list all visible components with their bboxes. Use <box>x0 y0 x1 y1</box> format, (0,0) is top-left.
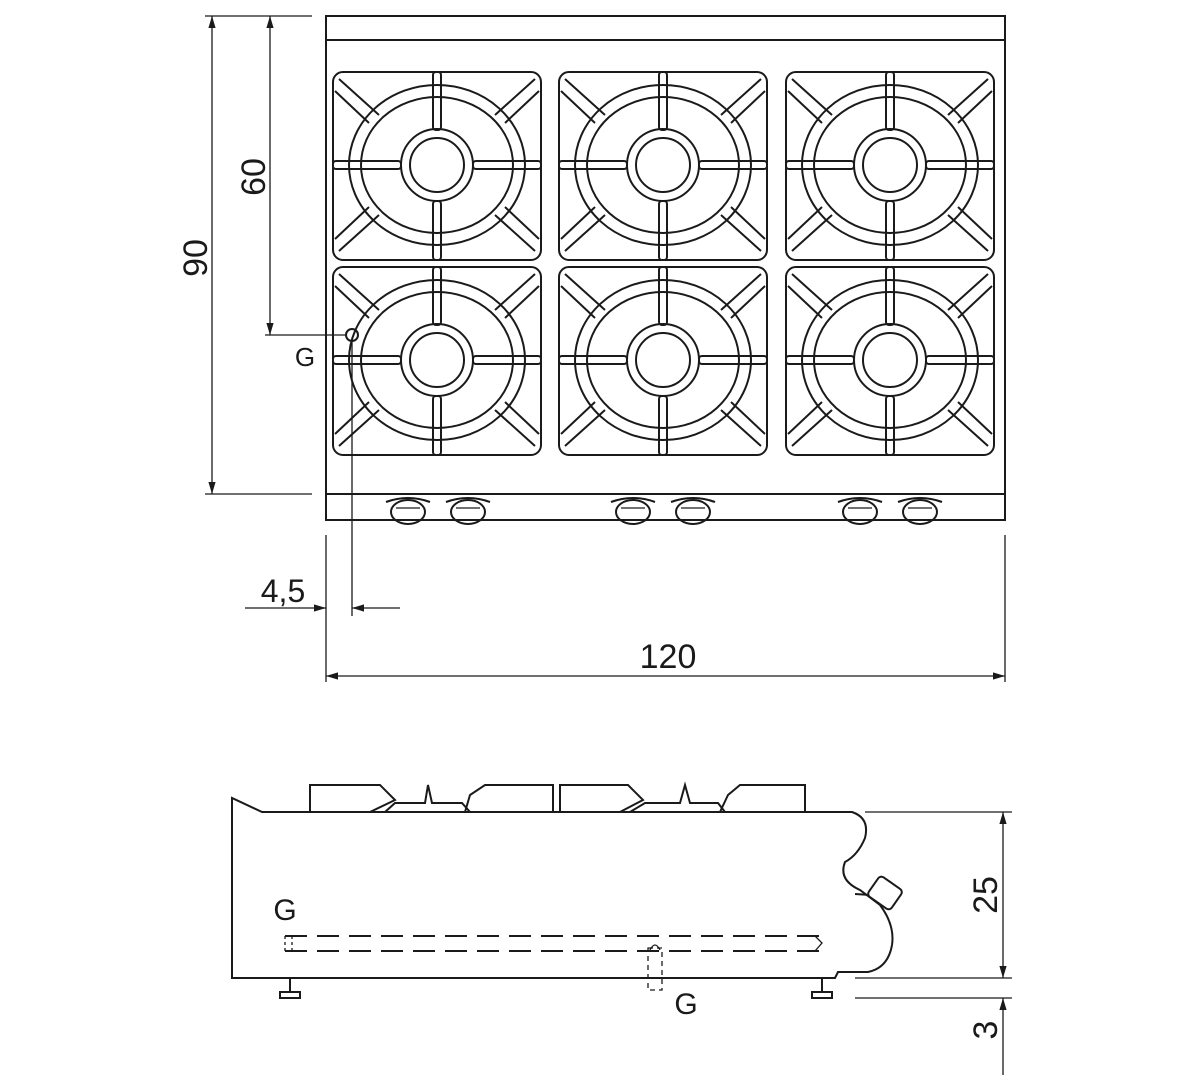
top-view <box>325 15 1006 525</box>
grate-bar <box>885 266 895 326</box>
burner <box>785 71 995 261</box>
burner-crown <box>853 128 927 202</box>
grate-bar <box>332 355 402 365</box>
grate-bar <box>332 160 402 170</box>
gas-connection-label-side: G <box>273 894 296 927</box>
burner <box>332 71 542 261</box>
burner-crown <box>626 323 700 397</box>
grate-bar <box>925 160 995 170</box>
dim-feet-label: 3 <box>967 1021 1005 1040</box>
grate-bar <box>885 395 895 456</box>
dimension-gas-position: 60 <box>235 15 346 336</box>
knob-row <box>385 497 943 525</box>
dim-gas-offset-label: 4,5 <box>261 573 305 609</box>
appliance-body-side <box>231 796 894 979</box>
dimension-depth: 90 <box>177 15 312 495</box>
burner-crown <box>400 323 474 397</box>
dim-gas-position-label: 60 <box>235 158 273 196</box>
control-knob <box>610 497 656 525</box>
grate-bar <box>472 355 542 365</box>
burner <box>785 266 995 456</box>
grate-bar <box>558 160 628 170</box>
grate-bar <box>885 71 895 131</box>
dimension-gas-offset: 4,5 <box>245 535 400 618</box>
dim-width-label: 120 <box>640 638 697 676</box>
grate-bar <box>472 160 542 170</box>
control-knob <box>445 497 491 525</box>
gas-inlet-label-side: G <box>674 988 697 1021</box>
gas-connection-label-top: G <box>295 342 315 372</box>
burner-crown <box>626 128 700 202</box>
grate-bar <box>925 355 995 365</box>
burner <box>332 266 542 456</box>
grate-bar <box>658 200 668 261</box>
grate-bar <box>432 266 442 326</box>
hob-outline <box>325 15 1006 521</box>
grate-bar <box>785 355 855 365</box>
burner <box>558 71 768 261</box>
dim-depth-label: 90 <box>177 239 215 277</box>
grate-bar <box>658 266 668 326</box>
grate-bar <box>432 71 442 131</box>
grate-bar <box>698 355 768 365</box>
grate-bar <box>658 395 668 456</box>
grate-bar <box>698 160 768 170</box>
grate-bar <box>658 71 668 131</box>
knob-side <box>854 875 903 911</box>
control-knob <box>385 497 431 525</box>
burner-grid <box>332 71 995 456</box>
dimension-feet: 3 <box>967 998 1007 1075</box>
burner-crown <box>400 128 474 202</box>
grate-bar <box>885 200 895 261</box>
dimension-height: 25 <box>855 811 1012 999</box>
grate-bar <box>785 160 855 170</box>
gas-inlet-pipe <box>647 947 663 991</box>
control-knob <box>837 497 883 525</box>
foot-left <box>279 978 301 999</box>
foot-right <box>811 978 833 999</box>
dimension-width: 120 <box>325 535 1006 682</box>
dim-height-label: 25 <box>967 876 1005 914</box>
control-knob <box>897 497 943 525</box>
control-knob <box>670 497 716 525</box>
pan-supports-side <box>309 781 806 813</box>
burner <box>558 266 768 456</box>
grate-bar <box>432 200 442 261</box>
grate-bar <box>432 395 442 456</box>
grate-bar <box>558 355 628 365</box>
side-view: G G <box>231 781 903 1021</box>
burner-crown <box>853 323 927 397</box>
